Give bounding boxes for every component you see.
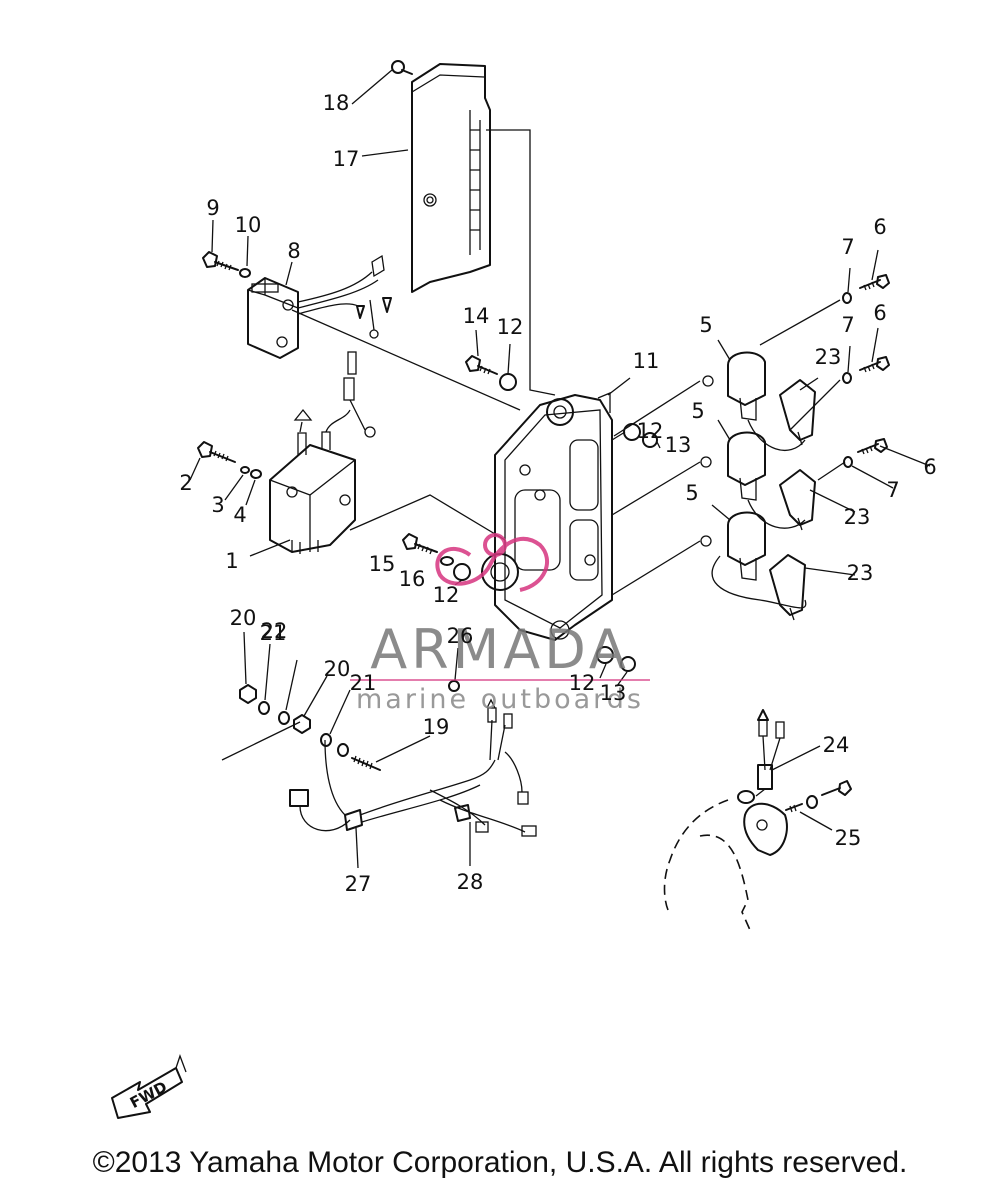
part-number-label: 22: [261, 619, 288, 643]
washer-7-a: [842, 292, 852, 304]
collar-13-a: [642, 432, 658, 448]
part-number-label: 12: [569, 671, 596, 695]
washer-16: [440, 556, 454, 566]
leader-lines: [189, 69, 931, 869]
part-number-label: 6: [923, 455, 936, 479]
part-number-label: 18: [323, 91, 350, 115]
cdi-unit-1: [269, 351, 376, 554]
collar-13-b: [620, 656, 636, 672]
plug-cap-23-a: [779, 379, 816, 446]
wire-harness-27: [289, 698, 529, 832]
watermark: ARMADA marine outboards: [350, 533, 650, 715]
watermark-tagline: marine outboards: [356, 684, 644, 715]
washer-3: [240, 466, 250, 474]
part-number-label: 21: [260, 621, 287, 645]
nut-20-a: [239, 684, 257, 704]
part-number-label: 13: [665, 433, 692, 457]
part-number-label: 28: [457, 870, 484, 894]
bolt-6-b: [859, 356, 890, 373]
watermark-logo-mark: [435, 533, 550, 592]
wire-lead-28: [429, 789, 537, 837]
bolt-15: [402, 533, 438, 555]
ignition-coil-5-a: [702, 351, 806, 451]
part-number-label: 3: [211, 493, 224, 517]
washer-26: [448, 680, 460, 692]
part-number-label: 6: [873, 215, 886, 239]
washer-21-b: [320, 733, 332, 747]
plug-cap-23-b: [779, 469, 816, 531]
grommet-12-d: [596, 646, 614, 664]
part-number-label: 7: [886, 478, 899, 502]
washer-21-a: [278, 711, 290, 725]
washer-7-b: [842, 372, 852, 384]
grommet-12-b: [453, 563, 471, 581]
bolt-6-c: [857, 438, 888, 455]
part-number-label: 25: [835, 826, 862, 850]
part-number-label: 5: [685, 481, 698, 505]
washer-22: [258, 701, 270, 715]
part-number-label: 20: [324, 657, 351, 681]
part-number-label: 1: [225, 549, 238, 573]
part-number-label: 15: [369, 552, 396, 576]
part-number-label: 12: [433, 583, 460, 607]
bolt-6-a: [859, 274, 890, 291]
copyright-notice: ©2013 Yamaha Motor Corporation, U.S.A. A…: [92, 1146, 908, 1179]
washer-7-c: [843, 456, 853, 468]
part-number-label: 7: [841, 235, 854, 259]
part-number-label: 5: [691, 399, 704, 423]
part-number-label: 26: [447, 624, 474, 648]
rectifier-regulator-8: [247, 254, 392, 359]
part-number-label: 14: [463, 304, 490, 328]
part-number-label: 8: [287, 239, 300, 263]
nut-20-b: [293, 714, 311, 734]
stud-bolt-19: [351, 755, 381, 771]
part-number-label: 24: [823, 733, 850, 757]
bolt-14: [465, 355, 498, 375]
ignition-coil-5-c: [700, 511, 807, 609]
part-number-label: 16: [399, 567, 426, 591]
washer-4: [250, 469, 262, 479]
watermark-brand: ARMADA: [370, 618, 630, 681]
part-number-label: 2: [179, 471, 192, 495]
screw-18: [391, 60, 413, 75]
part-number-label: 23: [815, 345, 842, 369]
bolt-9: [202, 251, 239, 271]
cover-plate-17: [411, 63, 491, 293]
part-number-label: 19: [423, 715, 450, 739]
bolt-25: [785, 780, 852, 813]
part-number-label: 21: [350, 671, 377, 695]
ignition-bracket-11: [481, 392, 613, 641]
washer-19: [337, 743, 349, 757]
part-number-label: 27: [345, 872, 372, 896]
part-number-label: 4: [233, 503, 246, 527]
part-number-label: 5: [699, 313, 712, 337]
part-number-label: 23: [847, 561, 874, 585]
part-number-label: 17: [333, 147, 360, 171]
part-number-label: 12: [637, 419, 664, 443]
washer-10: [239, 268, 251, 278]
plug-cap-23-c: [769, 554, 806, 621]
part-number-label: 6: [873, 301, 886, 325]
fwd-arrow: FWD: [111, 1054, 187, 1119]
bolt-2: [197, 441, 236, 463]
part-number-label: 10: [235, 213, 262, 237]
part-number-label: 20: [230, 606, 257, 630]
part-number-label: 13: [600, 681, 627, 705]
part-number-label: 23: [844, 505, 871, 529]
part-number-label: 9: [206, 196, 219, 220]
sensor-24: [737, 709, 788, 856]
engine-outline: [663, 799, 751, 931]
part-number-label: 11: [633, 349, 660, 373]
grommet-12-a: [499, 373, 517, 391]
part-number-label: 12: [497, 315, 524, 339]
part-number-label: 7: [841, 313, 854, 337]
